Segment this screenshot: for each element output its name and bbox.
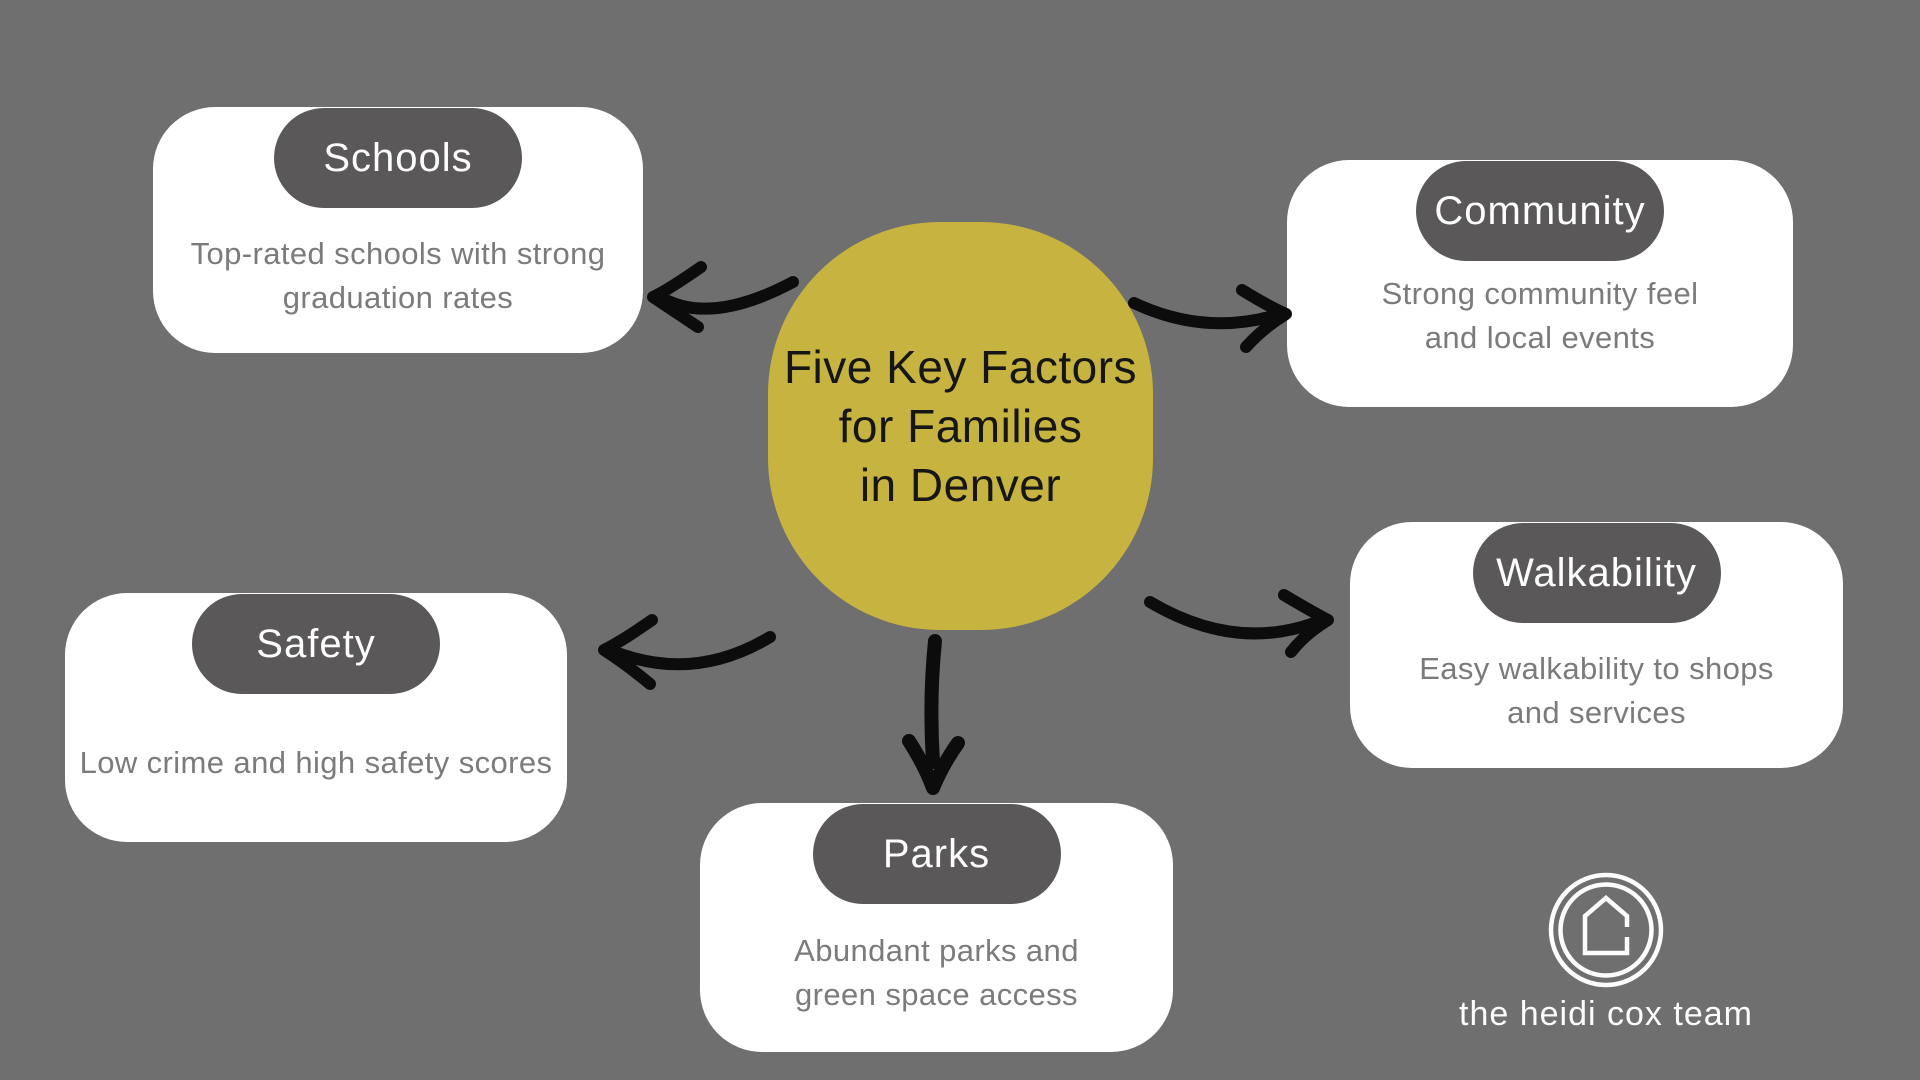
arrow-to-schools xyxy=(647,261,799,333)
factor-label-safety: Safety xyxy=(256,621,376,666)
factor-card-parks: Parks Abundant parks and green space acc… xyxy=(700,803,1173,1052)
factor-pill-parks: Parks xyxy=(812,804,1061,904)
factor-card-walkability: Walkability Easy walkability to shops an… xyxy=(1350,522,1843,768)
brand-logo house-icon xyxy=(1548,872,1664,988)
factor-description-safety: Low crime and high safety scores xyxy=(79,745,553,780)
factor-description-schools: Top-rated schools with strong graduation… xyxy=(190,235,606,315)
arrow-to-walkability xyxy=(1144,589,1334,658)
factor-label-parks: Parks xyxy=(882,831,991,876)
logo-inner-circle xyxy=(1558,882,1654,978)
factor-pill-schools: Schools xyxy=(274,108,522,208)
central-topic-blob: Five Key Factors for Families in Denver xyxy=(768,222,1153,630)
factor-pill-safety: Safety xyxy=(192,594,440,694)
factor-description-community: Strong community feel and local events xyxy=(1381,276,1699,355)
arrow-to-community xyxy=(1128,284,1292,353)
factor-pill-walkability: Walkability xyxy=(1472,523,1721,623)
factor-label-schools: Schools xyxy=(323,135,473,180)
factor-label-community: Community xyxy=(1434,188,1646,233)
factor-card-community: Community Strong community feel and loca… xyxy=(1287,160,1793,407)
arrow-to-safety xyxy=(598,614,776,690)
central-topic-title: Five Key Factors for Families in Denver xyxy=(783,340,1138,511)
factor-description-walkability: Easy walkability to shops and services xyxy=(1419,650,1774,730)
factor-pill-community: Community xyxy=(1416,161,1664,261)
factor-card-safety: Safety Low crime and high safety scores xyxy=(65,593,567,842)
brand-team-name: the heidi cox team xyxy=(1459,995,1753,1033)
factor-label-walkability: Walkability xyxy=(1496,550,1697,595)
logo-house-outline xyxy=(1582,895,1630,956)
arrow-to-parks xyxy=(902,634,965,795)
logo-outer-circle xyxy=(1548,872,1664,988)
factor-description-parks: Abundant parks and green space access xyxy=(794,933,1079,1012)
factor-card-schools: Schools Top-rated schools with strong gr… xyxy=(153,107,643,353)
